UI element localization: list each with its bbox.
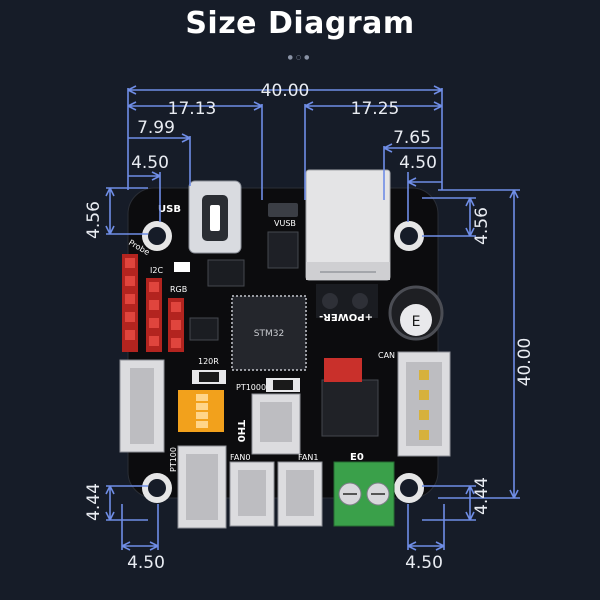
vusb-label: VUSB: [274, 219, 296, 228]
fan0-label: FAN0: [230, 453, 250, 462]
i2c-label: I2C: [150, 266, 163, 275]
side-connector-left: [119, 359, 165, 453]
power-jumper-pads: [316, 284, 378, 318]
usb-c-connector: [188, 180, 242, 254]
carousel-dots[interactable]: ●○●: [287, 54, 313, 61]
dim-left-hole-x-bottom: 4.50: [127, 553, 165, 573]
mcu-chip: STM32: [231, 295, 307, 371]
dim-left-hole-x-top: 4.50: [131, 153, 169, 173]
status-led: [174, 262, 190, 272]
pcb-board: USB VUSB +POWER- E CAN: [119, 169, 451, 529]
th0-connector: [251, 393, 301, 455]
120r-label: 120R: [198, 357, 219, 366]
dim-left-hole-y-bottom: 4.44: [84, 483, 104, 521]
can-label: CAN: [378, 351, 395, 360]
ic-small-2: [189, 317, 219, 341]
capacitor: E: [388, 285, 444, 341]
pt100-connector: [177, 445, 227, 529]
header-pins-red: [122, 254, 184, 352]
regulator-chip: [267, 231, 299, 269]
vusb-button: [268, 203, 298, 217]
capacitor-label: E: [412, 314, 421, 330]
dim-right-hole-x-bottom: 4.50: [405, 553, 443, 573]
dip-switch: [178, 390, 224, 432]
dim-left-17: 17.13: [168, 99, 217, 119]
mounting-hole-bottom-left: [142, 473, 172, 503]
rgb-label: RGB: [170, 285, 187, 294]
usb-label: USB: [158, 204, 181, 215]
mcu-label: STM32: [254, 329, 284, 339]
can-rj-connector: [305, 169, 391, 281]
dim-left-7: 7.99: [137, 118, 175, 138]
dim-right-7: 7.65: [393, 128, 431, 148]
fan0-connector: [229, 461, 275, 527]
dim-left-hole-y-top: 4.56: [84, 201, 104, 239]
pt1000-label: PT1000: [236, 383, 266, 392]
dimension-lines: [105, 85, 520, 551]
dim-right-hole-y-top: 4.56: [472, 207, 492, 245]
e0-terminal: [333, 461, 395, 527]
power-label: +POWER-: [319, 311, 373, 322]
th0-label: TH0: [235, 420, 246, 442]
dim-overall-width: 40.00: [261, 81, 310, 101]
driver-chip: [321, 379, 379, 437]
page-title: Size Diagram: [185, 6, 415, 41]
dim-right-17: 17.25: [351, 99, 400, 119]
ic-small: [207, 259, 245, 287]
pt100-label: PT100: [169, 447, 178, 472]
e0-label: E0: [350, 452, 364, 463]
mounting-hole-top-left: [142, 221, 172, 251]
fan1-connector: [277, 461, 323, 527]
dim-overall-height: 40.00: [515, 338, 535, 387]
fan1-label: FAN1: [298, 453, 318, 462]
mounting-hole-bottom-right: [394, 473, 424, 503]
can-4pin-connector: [397, 351, 451, 457]
dim-right-hole-x-top: 4.50: [399, 153, 437, 173]
can-jumper: [324, 358, 362, 382]
dim-right-hole-y-bottom: 4.44: [472, 477, 492, 515]
mounting-hole-top-right: [394, 221, 424, 251]
